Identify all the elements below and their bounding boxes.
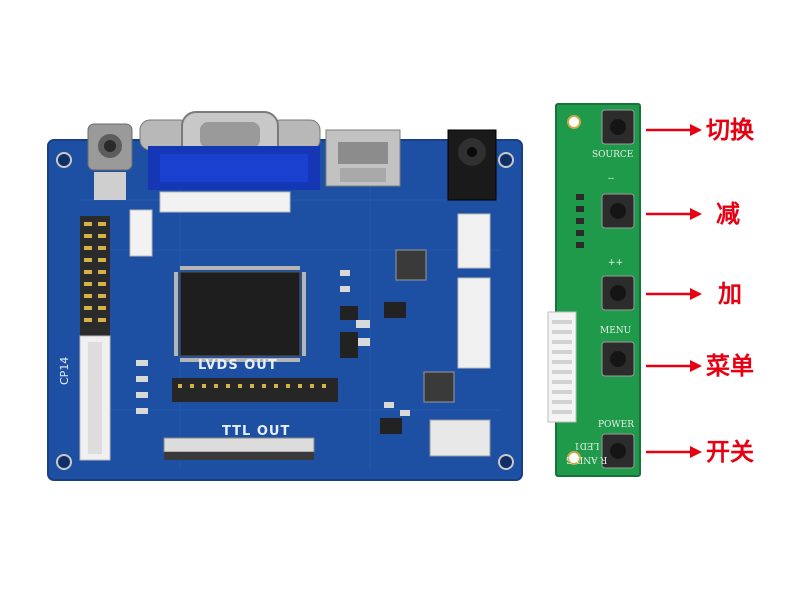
arrow-icon <box>646 208 702 220</box>
keypad-board-photo <box>547 103 641 477</box>
arrow-icon <box>646 124 702 136</box>
label-power: 开关 <box>706 438 754 466</box>
menu-silk-label: MENU <box>600 326 632 336</box>
driver-board-photo <box>47 111 523 481</box>
cp14-label: CP14 <box>58 356 71 385</box>
label-minus: 减 <box>716 200 740 228</box>
label-switch: 切换 <box>706 116 754 144</box>
ttl-out-label: TTL OUT <box>222 424 291 439</box>
label-menu: 菜单 <box>706 352 754 380</box>
plus-silk-label: ++ <box>608 258 624 268</box>
arrow-icon <box>646 360 702 372</box>
label-plus: 加 <box>718 280 742 308</box>
lvds-out-label: LVDS OUT <box>198 358 278 373</box>
power-silk-label: POWER <box>598 420 635 430</box>
arrow-icon <box>646 446 702 458</box>
rand-g-silk-label: R AND G <box>566 454 608 464</box>
arrow-icon <box>646 288 702 300</box>
source-silk-label: SOURCE <box>592 150 634 160</box>
minus-silk-label: -- <box>608 174 615 184</box>
led-silk-label: LED1 <box>574 440 600 450</box>
